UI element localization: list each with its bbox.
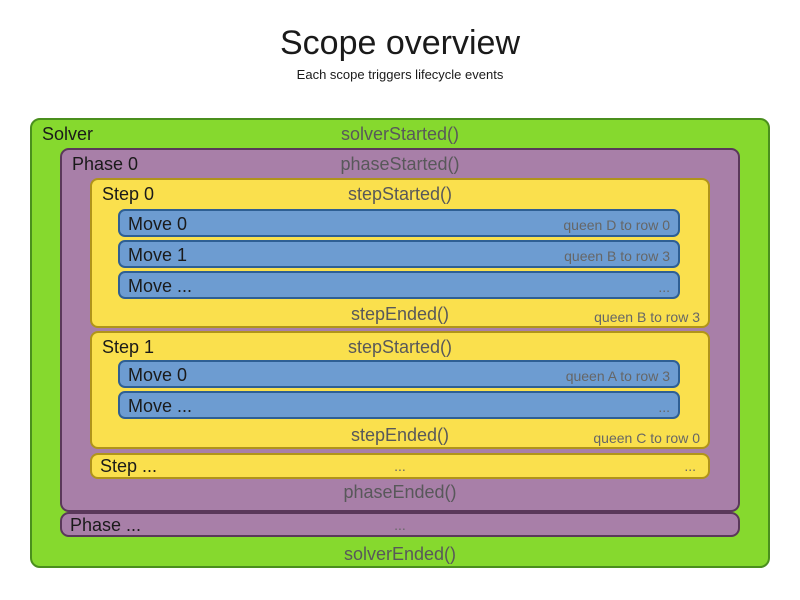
step-more-center-ellipsis: ...: [394, 458, 406, 474]
phase-0-label: Phase 0: [72, 154, 139, 174]
move-row: Move 0 queen A to row 3: [118, 360, 680, 388]
move-label: Move 0: [128, 365, 188, 385]
solver-scope: Solver solverStarted() Phase 0 phaseStar…: [30, 118, 770, 568]
solver-started-event: solverStarted(): [340, 124, 460, 144]
step-0-footer: stepEnded() queen B to row 3: [92, 302, 708, 326]
step-0-ended-detail: queen B to row 3: [594, 309, 700, 325]
solver-header: Solver solverStarted(): [32, 122, 768, 146]
phase-more-row: Phase ... ...: [60, 512, 740, 537]
move-detail: queen D to row 0: [563, 217, 670, 233]
step-1-ended-event: stepEnded(): [350, 425, 450, 445]
phase-0-header: Phase 0 phaseStarted(): [62, 152, 738, 176]
step-1-footer: stepEnded() queen C to row 0: [92, 423, 708, 447]
solver-label: Solver: [42, 124, 94, 144]
move-label: Move ...: [128, 276, 193, 296]
page-subtitle: Each scope triggers lifecycle events: [296, 67, 504, 82]
step-0-ended-event: stepEnded(): [350, 304, 450, 324]
step-1-scope: Step 1 stepStarted() Move 0 queen A to r…: [90, 331, 710, 449]
phase-more-center-ellipsis: ...: [394, 517, 406, 533]
phase-0-scope: Phase 0 phaseStarted() Step 0 stepStarte…: [60, 148, 740, 512]
step-0-started-event: stepStarted(): [347, 184, 453, 204]
move-label: Move 1: [128, 245, 188, 265]
move-row: Move ... ...: [118, 271, 680, 299]
move-detail: queen B to row 3: [564, 248, 670, 264]
step-1-header: Step 1 stepStarted(): [92, 334, 708, 360]
step-0-header: Step 0 stepStarted(): [92, 181, 708, 207]
move-row: Move 0 queen D to row 0: [118, 209, 680, 237]
step-more-right-ellipsis: ...: [684, 458, 696, 474]
move-label: Move ...: [128, 396, 193, 416]
move-detail: ...: [658, 279, 670, 295]
step-more-row: Step ... ... ...: [90, 453, 710, 479]
phase-more-label: Phase ...: [70, 515, 142, 535]
page-title: Scope overview: [279, 24, 520, 62]
solver-ended-event: solverEnded(): [343, 544, 457, 564]
move-label: Move 0: [128, 214, 188, 234]
step-0-label: Step 0: [102, 184, 155, 204]
move-detail: ...: [658, 399, 670, 415]
phase-started-event: phaseStarted(): [340, 154, 460, 174]
step-0-scope: Step 0 stepStarted() Move 0 queen D to r…: [90, 178, 710, 328]
move-detail: queen A to row 3: [565, 368, 670, 384]
move-row: Move 1 queen B to row 3: [118, 240, 680, 268]
step-1-label: Step 1: [102, 337, 155, 357]
step-1-ended-detail: queen C to row 0: [593, 430, 700, 446]
move-row: Move ... ...: [118, 391, 680, 419]
step-more-label: Step ...: [100, 456, 158, 476]
step-1-started-event: stepStarted(): [347, 337, 453, 357]
phase-ended-event: phaseEnded(): [343, 482, 457, 502]
